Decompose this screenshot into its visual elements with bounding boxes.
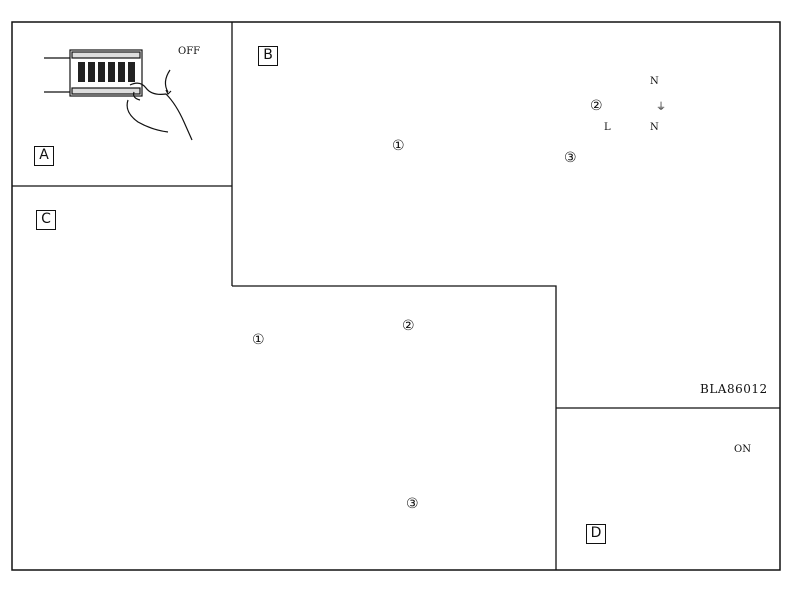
panel-c-label: C <box>36 210 56 230</box>
panel-a-label: A <box>34 146 54 166</box>
terminal-n-bottom: N <box>650 122 659 133</box>
divider-bc <box>232 285 557 570</box>
terminal-n-top: N <box>650 76 659 87</box>
panel-a-breaker-off <box>44 49 193 141</box>
panel-d-label: D <box>586 524 606 544</box>
on-text: ON <box>734 444 751 455</box>
step-3-b: ③ <box>564 150 577 166</box>
step-1-c: ① <box>252 332 265 348</box>
earth-icon: ⏚ <box>656 102 666 113</box>
product-code: BLA86012 <box>700 382 768 396</box>
step-3-c: ③ <box>406 496 419 512</box>
panel-b-label: B <box>258 46 278 66</box>
step-2-b: ② <box>590 98 603 114</box>
step-2-c: ② <box>402 318 415 334</box>
off-text: OFF <box>178 46 201 57</box>
terminal-l: L <box>604 122 611 133</box>
outer-frame <box>11 21 781 571</box>
step-1-b: ① <box>392 138 405 154</box>
